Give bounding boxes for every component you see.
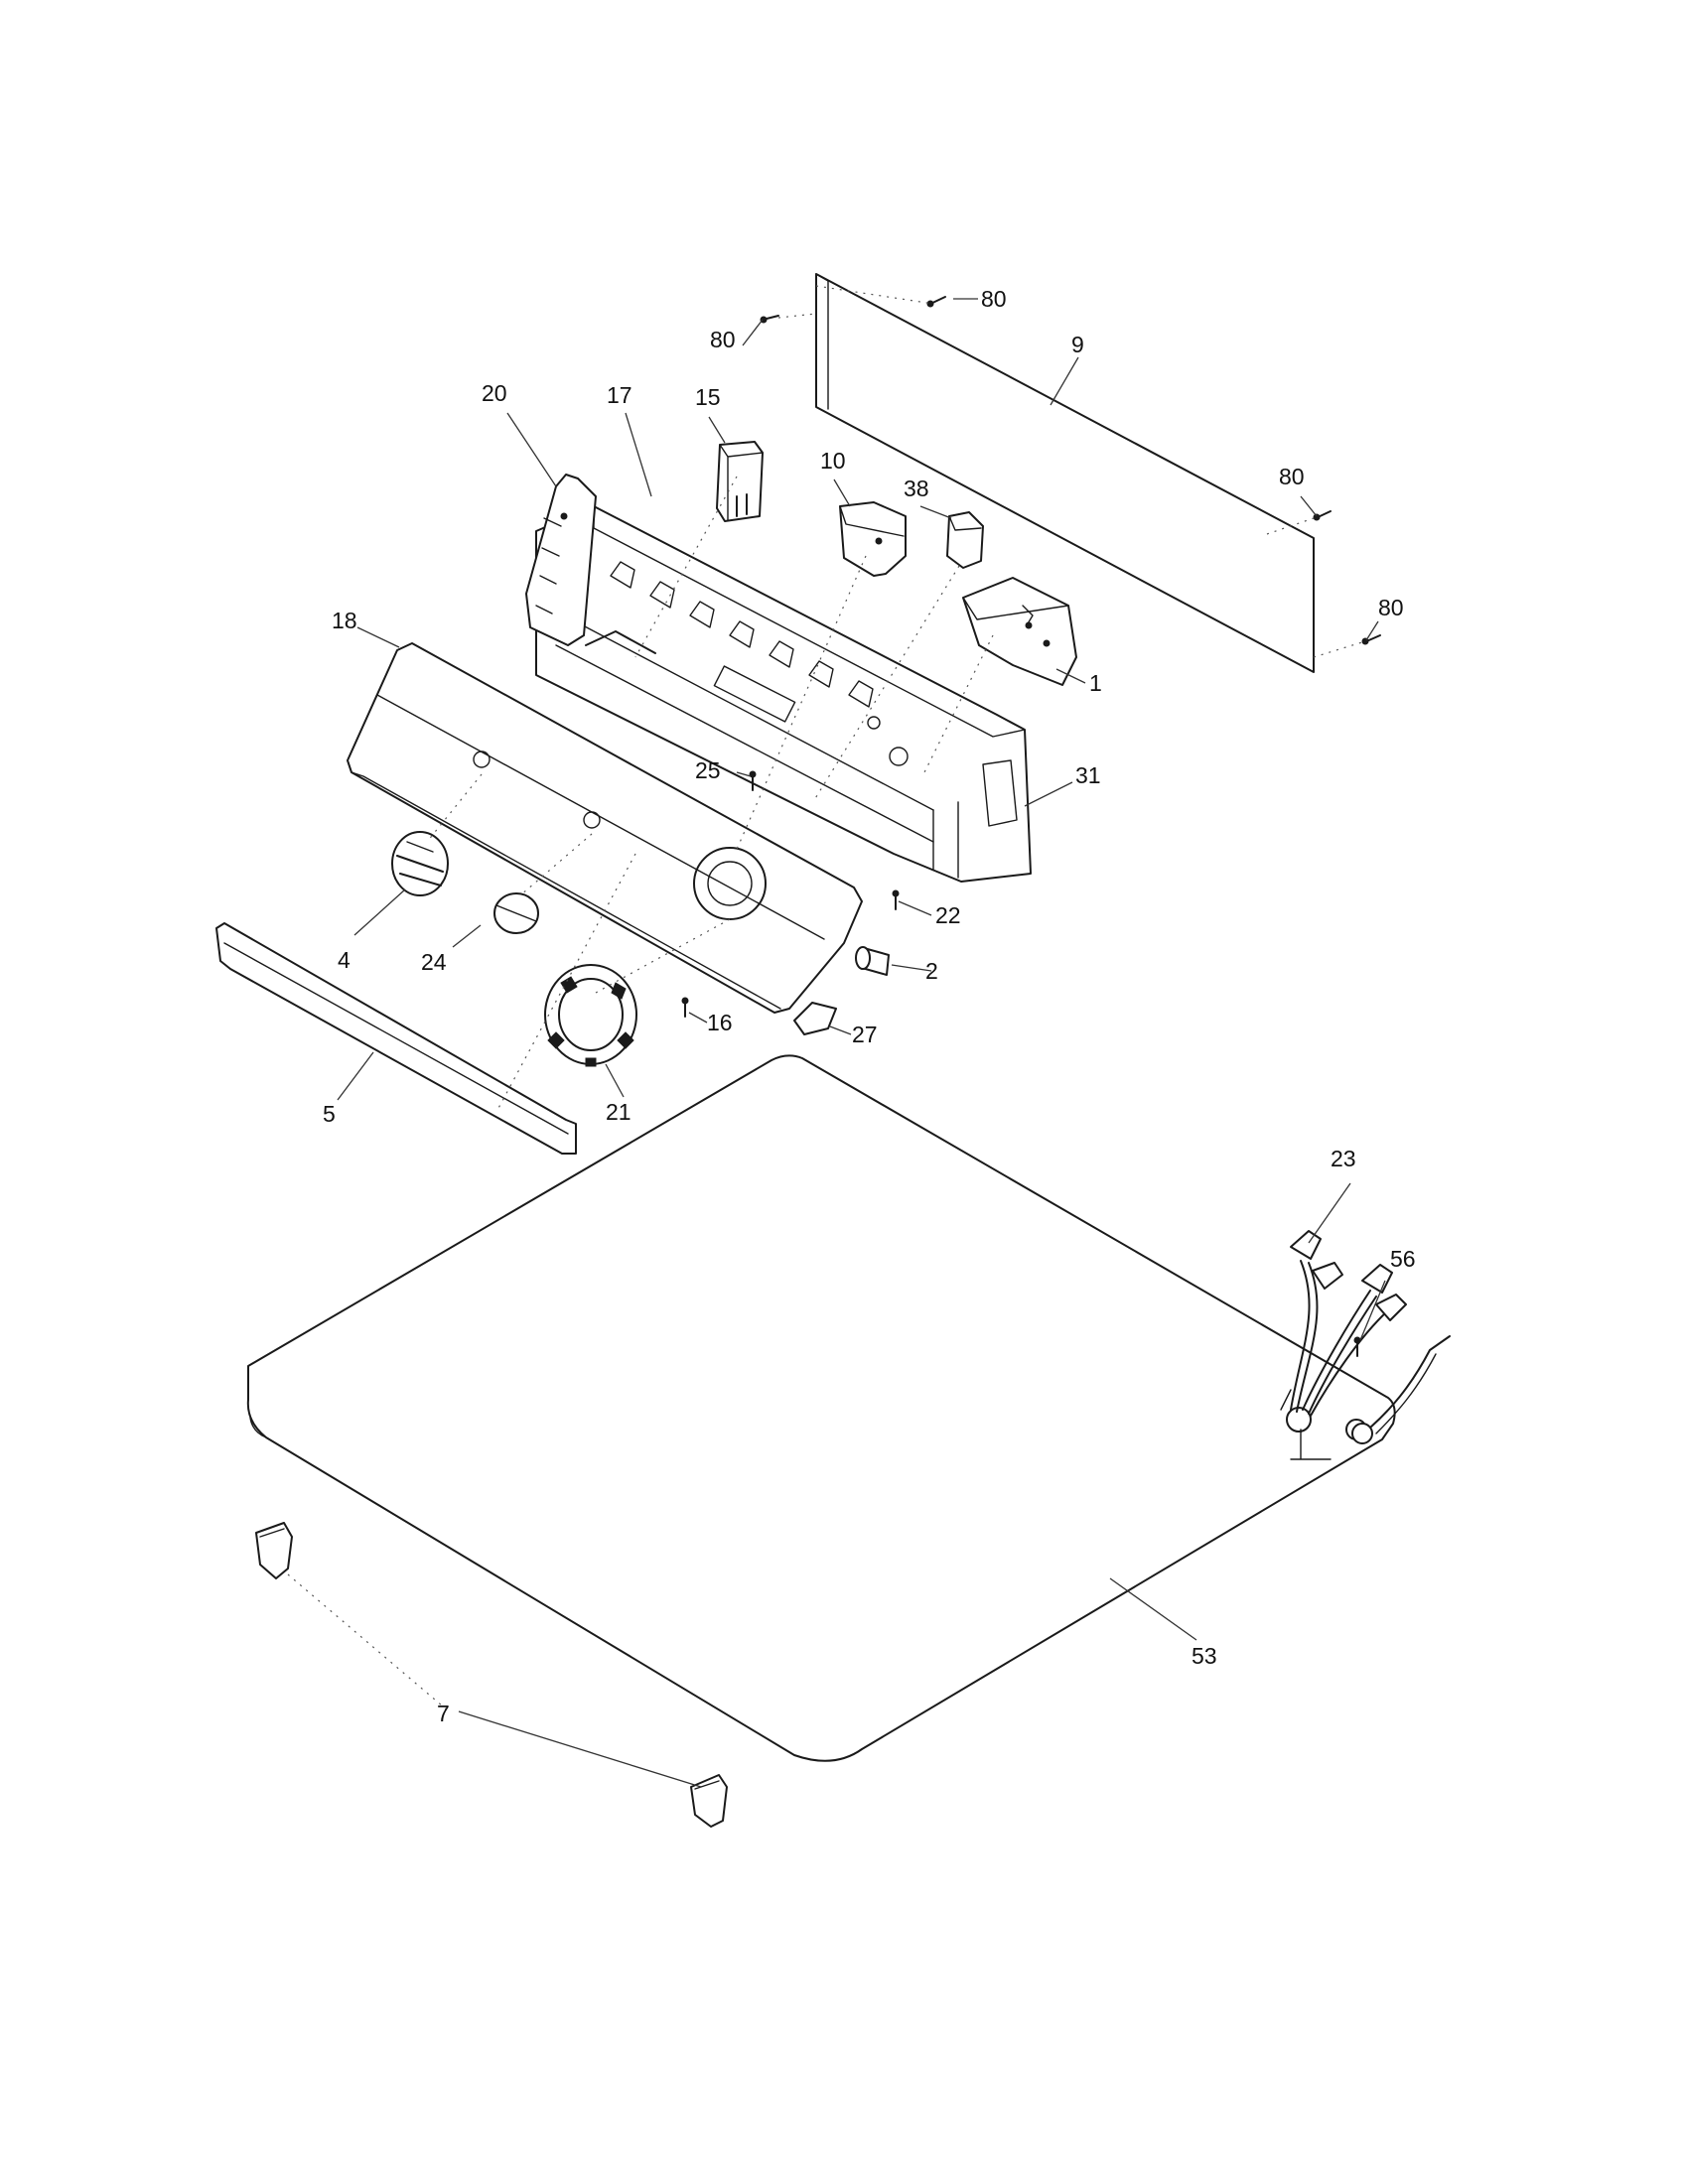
callout-17: 17 [607, 382, 632, 408]
component-part-38 [946, 511, 984, 569]
callout-80-top: 80 [981, 286, 1007, 312]
callout-labels: 80 80 9 20 17 15 10 38 80 80 1 18 25 31 … [323, 286, 1416, 1726]
screw-part-22 [892, 889, 900, 910]
selector-ring-part-21 [544, 964, 637, 1067]
component-part-15 [716, 441, 764, 522]
callout-15: 15 [695, 384, 721, 410]
callout-5: 5 [323, 1101, 336, 1127]
callout-23: 23 [1331, 1146, 1356, 1171]
callout-80-left: 80 [710, 327, 736, 352]
clip-part-27 [793, 1002, 837, 1035]
bracket-part-10 [839, 501, 907, 577]
screw-part-25 [749, 770, 757, 791]
screw-part-56 [1353, 1336, 1361, 1357]
callout-53: 53 [1192, 1643, 1217, 1669]
callout-20: 20 [482, 380, 507, 406]
callout-9: 9 [1071, 332, 1084, 357]
trim-strip-part-5 [215, 922, 577, 1155]
callout-1: 1 [1089, 670, 1102, 696]
callout-27: 27 [852, 1022, 878, 1047]
callout-24: 24 [421, 949, 447, 975]
top-cover-part-53 [246, 1054, 1396, 1762]
screw-part-16 [681, 997, 689, 1018]
screw-part-80-right-upper [1313, 510, 1332, 521]
callout-18: 18 [332, 608, 357, 633]
button-part-24 [493, 892, 539, 934]
screw-part-80-top [926, 296, 946, 308]
foot-part-7-upper [255, 1522, 293, 1579]
knob-part-4 [391, 831, 449, 896]
console-housing-part-31 [535, 505, 1032, 883]
rear-panel-part-9 [815, 273, 1315, 673]
callout-10: 10 [820, 448, 846, 474]
end-cap-part-20 [525, 474, 597, 646]
wire-harness-part-23 [1290, 1230, 1451, 1444]
callout-38: 38 [904, 476, 929, 501]
control-panel-part-18 [347, 642, 863, 1014]
callout-22: 22 [935, 902, 961, 928]
cylinder-part-2 [855, 946, 890, 976]
callout-21: 21 [606, 1099, 632, 1125]
callout-25: 25 [695, 757, 721, 783]
control-board-part-1 [962, 577, 1077, 686]
callout-2: 2 [925, 958, 938, 984]
foot-part-7-lower [690, 1774, 728, 1828]
callout-80-right-lower: 80 [1378, 595, 1404, 620]
screw-part-80-left [760, 315, 779, 324]
callout-31: 31 [1075, 762, 1101, 788]
callout-80-right-upper: 80 [1279, 464, 1305, 489]
callout-16: 16 [707, 1010, 733, 1035]
callout-4: 4 [338, 947, 351, 973]
callout-56: 56 [1390, 1246, 1416, 1272]
callout-7: 7 [437, 1701, 450, 1726]
leader-lines [287, 285, 1386, 1788]
screw-part-80-right-lower [1361, 634, 1381, 645]
